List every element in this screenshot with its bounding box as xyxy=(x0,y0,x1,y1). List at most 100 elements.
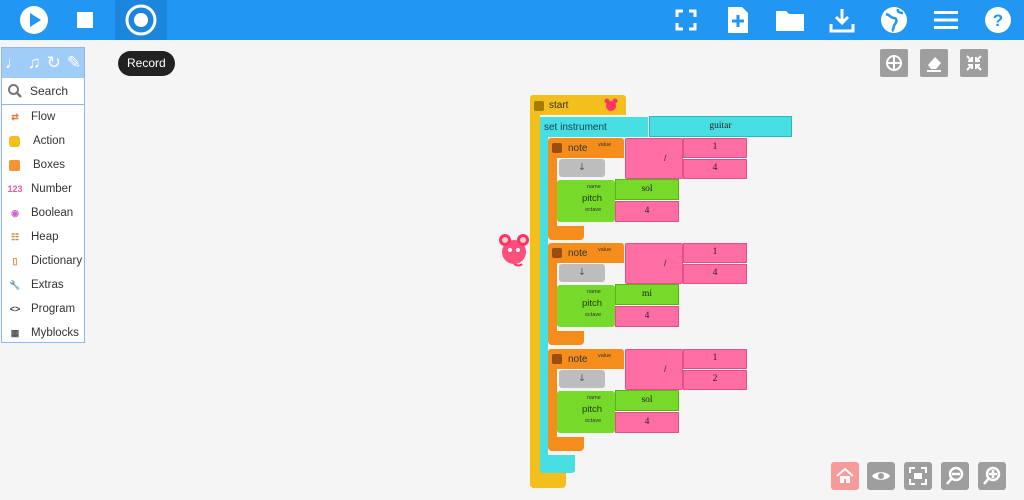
arrow-symbol[interactable]: ↓ xyxy=(578,373,586,384)
start-block-bottom xyxy=(530,470,566,488)
open-project-button[interactable] xyxy=(768,0,812,40)
collapse-handle[interactable] xyxy=(552,248,562,258)
pitch-name-value[interactable]: sol xyxy=(641,184,653,194)
zoom-in-button[interactable] xyxy=(978,462,1006,490)
start-block-clamp xyxy=(530,110,540,486)
palette-item-myblocks[interactable]: ▦Myblocks xyxy=(2,321,84,345)
palette-item-boolean[interactable]: ◉Boolean xyxy=(2,201,84,225)
arrow-block[interactable] xyxy=(559,370,605,388)
home-button[interactable] xyxy=(831,462,859,490)
octave-value[interactable]: 4 xyxy=(644,206,650,216)
show-hide-button[interactable] xyxy=(867,462,895,490)
divide-block[interactable] xyxy=(625,349,683,390)
pitch-name-value[interactable]: sol xyxy=(641,395,653,405)
octave-value[interactable]: 4 xyxy=(644,417,650,427)
palette-item-label: Boolean xyxy=(31,207,74,219)
palette-item-extras[interactable]: 🔧Extras xyxy=(2,273,84,297)
palette-search[interactable]: Search xyxy=(2,78,84,105)
record-icon xyxy=(125,4,157,36)
numerator-block[interactable] xyxy=(683,349,747,369)
note-block-bottom xyxy=(548,226,584,240)
zoom-out-icon xyxy=(946,466,964,485)
help-button[interactable]: ? xyxy=(976,0,1020,40)
eye-icon xyxy=(872,472,890,480)
denominator-value[interactable]: 2 xyxy=(712,374,718,384)
zoom-out-button[interactable] xyxy=(941,462,969,490)
numerator-value[interactable]: 1 xyxy=(712,353,718,363)
palette-item-action[interactable]: Action xyxy=(2,129,84,153)
palette-item-boxes[interactable]: Boxes xyxy=(2,153,84,177)
pitch-name-label: name xyxy=(587,395,601,401)
arrow-symbol[interactable]: ↓ xyxy=(578,267,586,278)
planet-button[interactable] xyxy=(872,0,916,40)
play-button[interactable] xyxy=(12,0,56,40)
set-instrument-block[interactable] xyxy=(540,117,648,137)
collapse-handle[interactable] xyxy=(534,101,544,111)
arrow-symbol[interactable]: ↓ xyxy=(578,162,586,173)
arrow-block[interactable] xyxy=(559,264,605,282)
start-label: start xyxy=(549,100,569,111)
collapse-button[interactable] xyxy=(960,49,988,77)
octave-block[interactable] xyxy=(615,412,679,433)
notes-icon[interactable]: ♩ xyxy=(4,53,22,72)
pitch-label: pitch xyxy=(582,404,603,415)
download-icon xyxy=(829,9,855,33)
pitch-block[interactable] xyxy=(557,391,615,433)
pitch-block[interactable] xyxy=(557,285,615,327)
record-button[interactable] xyxy=(115,0,167,40)
divide-block[interactable] xyxy=(625,138,683,179)
set-instrument-label: set instrument xyxy=(544,122,607,133)
instrument-value-block[interactable] xyxy=(649,116,792,137)
pitch-name-block[interactable] xyxy=(615,390,679,411)
numerator-value[interactable]: 1 xyxy=(712,247,718,257)
new-project-button[interactable] xyxy=(716,0,760,40)
denominator-block[interactable] xyxy=(683,264,747,284)
note-block[interactable] xyxy=(548,349,624,369)
denominator-block[interactable] xyxy=(683,370,747,390)
save-button[interactable] xyxy=(820,0,864,40)
expand-button[interactable] xyxy=(904,462,932,490)
octave-block[interactable] xyxy=(615,201,679,222)
fullscreen-button[interactable] xyxy=(664,0,708,40)
pitch-name-block[interactable] xyxy=(615,179,679,200)
note-block-bottom xyxy=(548,331,584,345)
numerator-block[interactable] xyxy=(683,243,747,263)
palette-item-program[interactable]: <>Program xyxy=(2,297,84,321)
mouse-turtle-icon[interactable] xyxy=(497,230,531,268)
palette-item-heap[interactable]: ☷Heap xyxy=(2,225,84,249)
denominator-value[interactable]: 4 xyxy=(712,268,718,278)
pitch-name-block[interactable] xyxy=(615,284,679,305)
start-block[interactable] xyxy=(530,95,626,115)
note-block[interactable] xyxy=(548,138,624,158)
arrow-block[interactable] xyxy=(559,159,605,177)
octave-block[interactable] xyxy=(615,306,679,327)
collapse-handle[interactable] xyxy=(552,143,562,153)
pitch-name-label: name xyxy=(587,184,601,190)
numerator-block[interactable] xyxy=(683,138,747,158)
refresh-icon[interactable]: ↻ xyxy=(46,53,61,72)
numerator-value[interactable]: 1 xyxy=(712,142,718,152)
pitch-name-value[interactable]: mi xyxy=(641,289,653,299)
instrument-value[interactable]: guitar xyxy=(709,121,732,131)
divide-symbol: / xyxy=(664,258,667,268)
rhythm-icon[interactable]: ♫ xyxy=(27,53,41,72)
palette-item-dictionary[interactable]: ▯Dictionary xyxy=(2,249,84,273)
palette-item-flow[interactable]: ⇄Flow xyxy=(2,105,84,129)
divide-block[interactable] xyxy=(625,243,683,284)
note-block[interactable] xyxy=(548,243,624,263)
pen-icon[interactable]: ✎ xyxy=(66,53,82,72)
clear-button[interactable] xyxy=(920,49,948,77)
stop-button[interactable] xyxy=(63,0,107,40)
pitch-block[interactable] xyxy=(557,180,615,222)
denominator-value[interactable]: 4 xyxy=(712,163,718,173)
octave-value[interactable]: 4 xyxy=(644,311,650,321)
pitch-label: pitch xyxy=(582,298,603,309)
number-icon: 123 xyxy=(7,184,23,194)
grid-button[interactable] xyxy=(880,49,908,77)
stop-icon xyxy=(77,12,93,28)
collapse-handle[interactable] xyxy=(552,354,562,364)
menu-button[interactable] xyxy=(924,0,968,40)
denominator-block[interactable] xyxy=(683,159,747,179)
